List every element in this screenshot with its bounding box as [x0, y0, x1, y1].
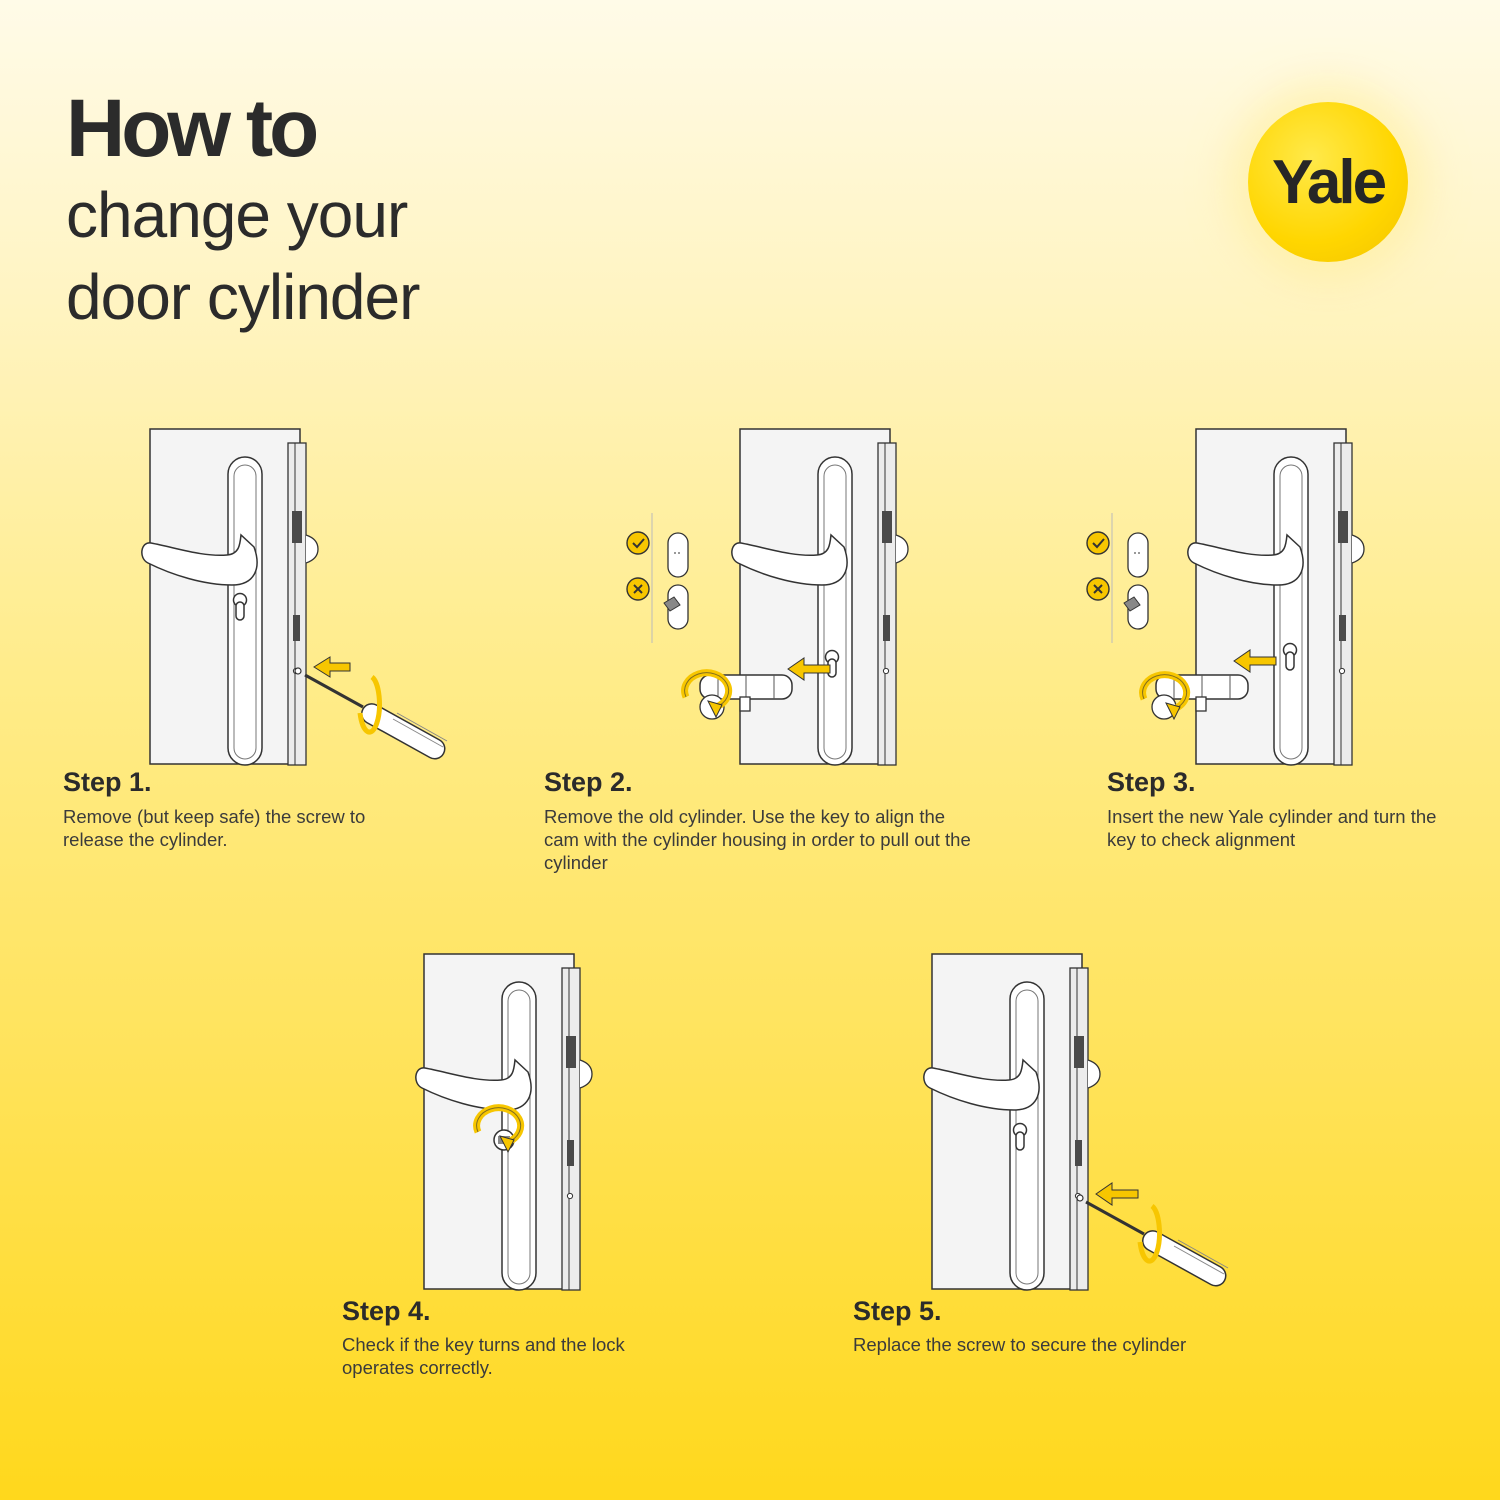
- step-4-description: Check if the key turns and the lock oper…: [342, 1334, 625, 1378]
- step-2-title: Step 2.: [544, 767, 633, 797]
- title-line-1: How to: [66, 83, 319, 174]
- step-3-title: Step 3.: [1107, 767, 1196, 797]
- step-1-title: Step 1.: [63, 767, 152, 797]
- step-1-illustration: [141, 428, 450, 766]
- page-title: How to change your door cylinder: [66, 83, 420, 338]
- yale-logo: Yale: [1248, 102, 1408, 262]
- step-5-illustration: [923, 953, 1231, 1291]
- step-4-title: Step 4.: [342, 1296, 431, 1326]
- step-2-illustration: [626, 428, 909, 766]
- step-5-description: Replace the screw to secure the cylinder: [853, 1334, 1187, 1355]
- logo-text: Yale: [1271, 147, 1387, 217]
- step-3-description: Insert the new Yale cylinder and turn th…: [1107, 806, 1437, 850]
- title-line-2: change your: [66, 179, 408, 251]
- title-line-3: door cylinder: [66, 261, 420, 333]
- step-4-illustration: [415, 953, 593, 1291]
- step-1-description: Remove (but keep safe) the screw to rele…: [63, 806, 366, 850]
- step-5-title: Step 5.: [853, 1296, 942, 1326]
- step-3-illustration: [1086, 428, 1365, 766]
- step-2-description: Remove the old cylinder. Use the key to …: [544, 806, 971, 873]
